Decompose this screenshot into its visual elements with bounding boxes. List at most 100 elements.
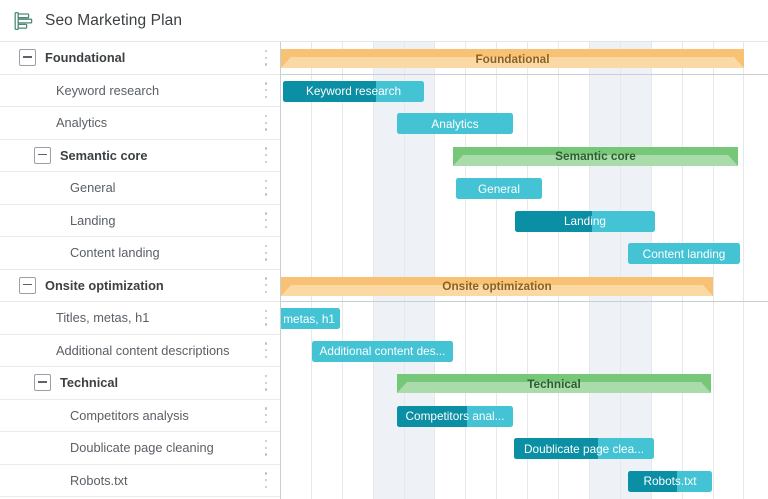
task-bar-label: Doublicate page clea... (523, 441, 644, 456)
summary-bar-shape (397, 374, 711, 393)
timeline-row: Robots.txt (281, 465, 768, 498)
task-name-label: Semantic core (60, 147, 148, 163)
collapse-minus-icon[interactable] (19, 276, 36, 294)
task-row-cell: Titles, metas, h1 (0, 302, 280, 334)
summary-bar[interactable]: Foundational (281, 49, 744, 68)
task-row-cell: Technical (0, 367, 280, 399)
task-row[interactable]: Additional content descriptions (0, 334, 280, 367)
timeline-day-column (652, 42, 683, 499)
timeline-day-column (281, 42, 312, 499)
task-bar[interactable]: General (456, 178, 542, 199)
summary-bar[interactable]: Onsite optimization (281, 276, 713, 296)
task-bar-progress (628, 470, 677, 492)
task-bar-label: metas, h1 (283, 311, 335, 326)
row-options-kebab-icon[interactable] (261, 342, 271, 359)
summary-bar-shape (281, 49, 744, 68)
timeline-row: Additional content des... (281, 335, 768, 368)
summary-bar[interactable]: Technical (397, 374, 711, 393)
task-row-cell: Foundational (0, 42, 280, 74)
task-bar[interactable]: Landing (515, 210, 655, 232)
task-bar-progress (514, 438, 598, 459)
row-options-kebab-icon[interactable] (261, 277, 271, 294)
summary-bar-label: Semantic core (555, 149, 636, 163)
timeline-row: Analytics (281, 107, 768, 140)
task-row[interactable]: Keyword research (0, 74, 280, 107)
task-bar[interactable]: Content landing (628, 243, 740, 264)
timeline-weekend-column (620, 42, 652, 499)
task-name-label: Onsite optimization (45, 277, 164, 293)
task-bar-label: Content landing (642, 246, 726, 261)
task-name-label: Keyword research (56, 82, 160, 98)
row-options-kebab-icon[interactable] (261, 179, 271, 196)
task-bar-label: Robots.txt (643, 474, 697, 488)
task-bar-label: General (478, 181, 520, 196)
task-row[interactable]: Landing (0, 204, 280, 237)
row-options-kebab-icon[interactable] (261, 439, 271, 456)
row-options-kebab-icon[interactable] (261, 147, 271, 164)
task-bar-track (397, 113, 513, 134)
row-options-kebab-icon[interactable] (261, 309, 271, 326)
task-bar[interactable]: Analytics (397, 113, 513, 134)
task-row[interactable]: Analytics (0, 107, 280, 140)
row-options-kebab-icon[interactable] (261, 114, 271, 131)
timeline-row: Content landing (281, 237, 768, 270)
task-row-cell: Doublicate page cleaning (0, 432, 280, 464)
row-options-kebab-icon[interactable] (261, 374, 271, 391)
task-row-cell: Content landing (0, 237, 280, 269)
summary-bar[interactable]: Semantic core (453, 146, 738, 166)
task-row[interactable]: Content landing (0, 237, 280, 270)
collapse-minus-icon[interactable] (34, 374, 51, 392)
task-bar-track (456, 178, 542, 199)
timeline-weekend-column (590, 42, 621, 499)
timeline-day-column (436, 42, 467, 499)
task-row[interactable]: Competitors analysis (0, 399, 280, 432)
timeline-day-column (497, 42, 529, 499)
task-bar[interactable]: Robots.txt (628, 470, 712, 492)
task-bar-progress (283, 80, 377, 102)
timeline-row: Doublicate page clea... (281, 432, 768, 465)
row-options-kebab-icon[interactable] (261, 244, 271, 261)
timeline-day-column (466, 42, 498, 499)
timeline-row: General (281, 172, 768, 205)
task-row[interactable]: General (0, 172, 280, 205)
row-options-kebab-icon[interactable] (261, 49, 271, 66)
summary-bar-label: Onsite optimization (442, 279, 552, 293)
collapse-minus-icon[interactable] (19, 49, 36, 67)
task-bar[interactable]: Doublicate page clea... (514, 438, 654, 459)
task-row-cell: Keyword research (0, 75, 280, 107)
timeline-row: Foundational (281, 42, 768, 75)
task-bar[interactable]: Competitors anal... (397, 405, 513, 427)
page-title: Seo Marketing Plan (45, 11, 183, 29)
task-row[interactable]: Technical (0, 367, 280, 400)
task-bar[interactable]: metas, h1 (281, 308, 340, 329)
app-header: Seo Marketing Plan (0, 0, 768, 42)
task-row-cell: Analytics (0, 107, 280, 139)
task-row[interactable]: Onsite optimization (0, 269, 280, 302)
task-row-cell: Competitors analysis (0, 400, 280, 432)
collapse-minus-icon[interactable] (34, 146, 51, 164)
row-options-kebab-icon[interactable] (261, 82, 271, 99)
row-options-kebab-icon[interactable] (261, 407, 271, 424)
task-name-label: Analytics (56, 115, 108, 131)
task-row[interactable]: Semantic core (0, 139, 280, 172)
row-options-kebab-icon[interactable] (261, 212, 271, 229)
task-row[interactable]: Titles, metas, h1 (0, 302, 280, 335)
task-bar[interactable]: Additional content des... (312, 340, 453, 362)
task-row[interactable]: Foundational (0, 42, 280, 75)
task-row[interactable]: Doublicate page cleaning (0, 432, 280, 465)
task-bar[interactable]: Keyword research (283, 80, 424, 102)
row-options-kebab-icon[interactable] (261, 472, 271, 489)
task-bar-label: Landing (564, 214, 606, 228)
task-name-label: Doublicate page cleaning (70, 440, 214, 456)
task-row[interactable]: Robots.txt (0, 464, 280, 497)
task-name-label: Robots.txt (70, 472, 128, 488)
task-bar-label: Analytics (431, 116, 479, 131)
summary-bar-label: Foundational (475, 51, 550, 66)
task-bar-progress (515, 210, 592, 232)
task-name-label: Technical (60, 375, 119, 391)
